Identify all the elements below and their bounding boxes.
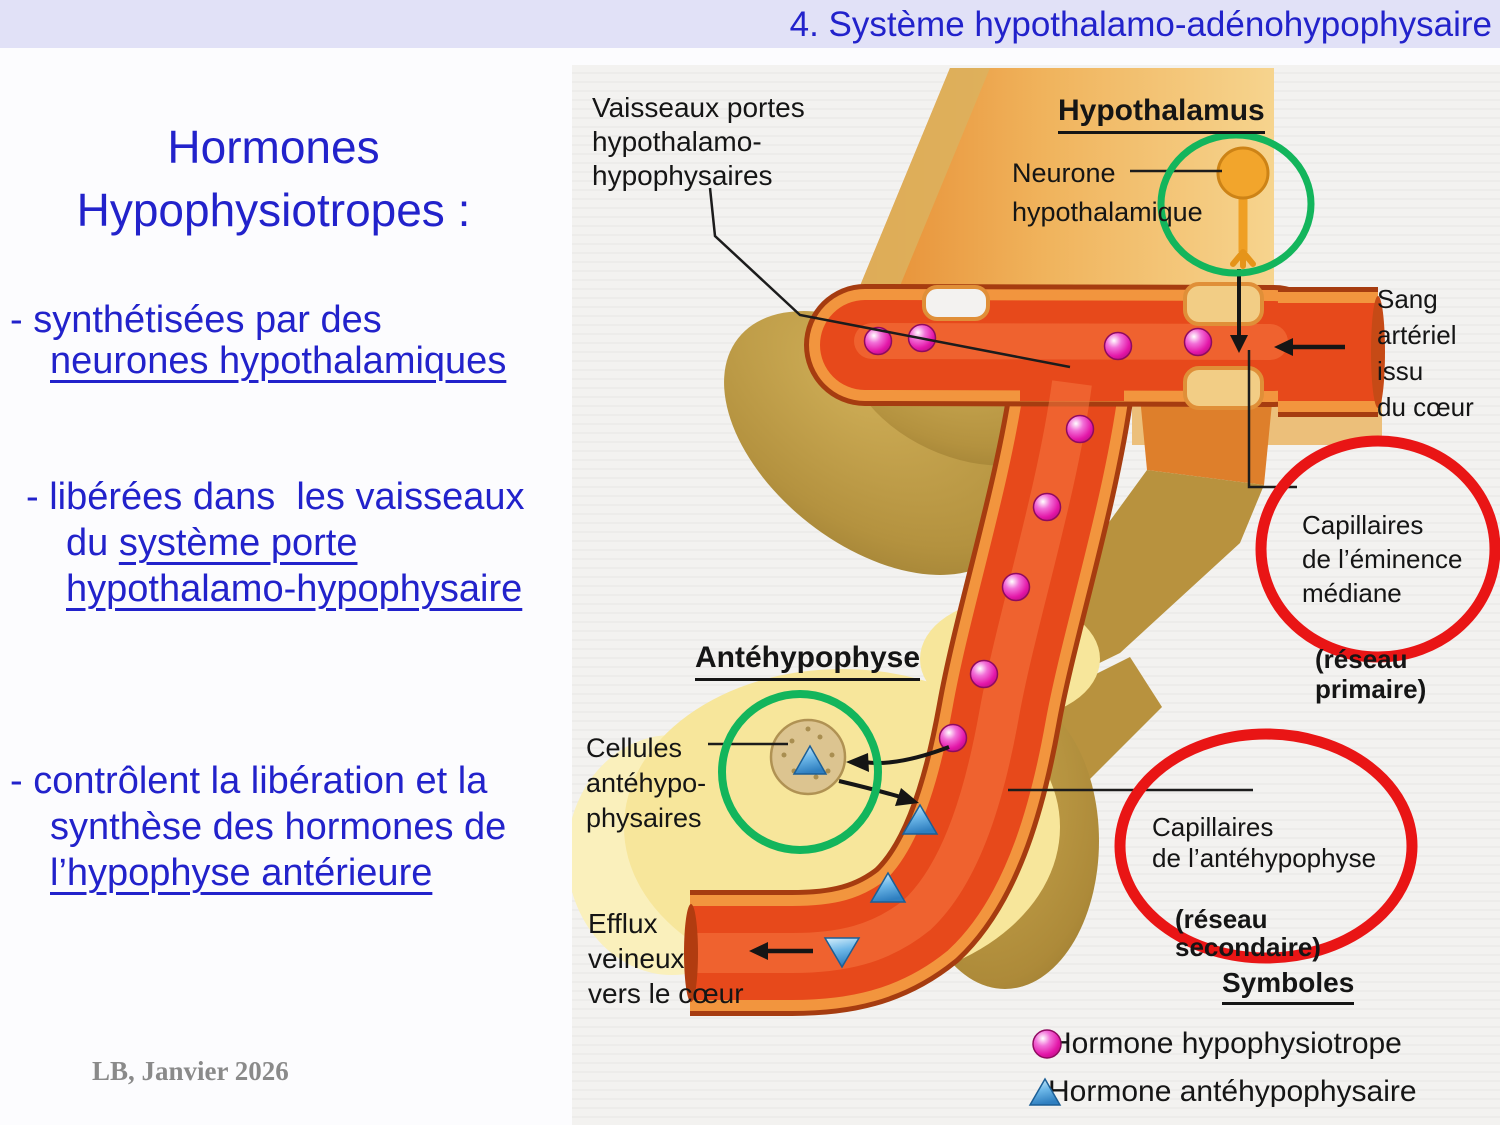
label-capillaires-eminence: Capillaires de l’éminence médiane (résea… <box>1302 474 1462 738</box>
bullet1-line2-underlined: neurones hypothalamiques <box>50 340 507 382</box>
label-efflux-veineux: Efflux veineux vers le cœur <box>588 908 744 1009</box>
heading-hormones-hypophysiotropes: Hormones Hypophysiotropes : <box>76 121 471 236</box>
pink-sphere-icon <box>1032 1029 1062 1059</box>
label-reseau-primaire: (réseau primaire) <box>1315 644 1427 704</box>
bullet1-line1: - synthétisées par des <box>10 299 382 341</box>
red-circle-reseau-secondaire <box>1114 728 1418 964</box>
slide-title: 4. Système hypothalamo-adénohypophysaire <box>789 5 1492 44</box>
bullet2-line2-plain: du <box>66 522 119 564</box>
legend-item-antehypophysaire: Hormone antéhypophysaire <box>1028 1075 1417 1109</box>
label-antehypophyse: Antéhypophyse <box>695 641 921 681</box>
bullet2-line2-underlined: système porte <box>118 522 358 564</box>
vein-cut-end <box>684 904 698 1002</box>
anterior-pituitary-cell <box>769 718 847 796</box>
bullet3-line2: synthèse des hormones de <box>50 806 507 848</box>
label-capillaires-antehypophyse-text: Capillaires de l’antéhypophyse <box>1152 812 1377 873</box>
legend-label: Hormone hypophysiotrope <box>1050 1027 1402 1060</box>
label-symboles: Symboles <box>1222 967 1355 1005</box>
label-hypothalamus: Hypothalamus <box>1058 94 1265 134</box>
flow-arrows <box>749 269 1345 960</box>
label-capillaires-eminence-text: Capillaires de l’éminence médiane <box>1302 510 1463 608</box>
anatomy-illustration <box>572 68 1500 1016</box>
green-circle-neuron <box>1157 131 1315 277</box>
hypothalamic-neuron <box>1216 146 1270 269</box>
bullet3-line3-underlined: l’hypophyse antérieure <box>50 852 433 894</box>
blue-triangle-icon <box>1028 1077 1062 1106</box>
red-circle-reseau-primaire <box>1255 435 1500 663</box>
green-circle-cell <box>718 690 882 854</box>
legend-label: Hormone antéhypophysaire <box>1048 1075 1417 1108</box>
author-date: LB, Janvier 2026 <box>92 1056 289 1086</box>
bullet2-line3-underlined: hypothalamo-hypophysaire <box>66 568 523 610</box>
bullet2-line1: - libérées dans les vaisseaux <box>26 476 525 518</box>
label-cellules-antehypophysaires: Cellules antéhypo- physaires <box>586 733 707 833</box>
label-sang-arteriel: Sang artériel issu du cœur <box>1377 284 1474 422</box>
artery-cut-end <box>1371 296 1385 408</box>
anatomy-figure-panel: Vaisseaux portes hypothalamo- hypophysai… <box>572 65 1500 1125</box>
bullet-synthetisees: - synthétisées par des neurones hypothal… <box>10 300 506 382</box>
label-capillaires-antehypophyse: Capillaires de l’antéhypophyse (réseau s… <box>1152 781 1376 992</box>
blue-hormone-triangles <box>823 803 939 969</box>
bullet-liberees: - libérées dans les vaisseaux du système… <box>26 474 524 612</box>
bullet3-line1: - contrôlent la libération et la <box>10 760 488 802</box>
label-neurone-hypothalamique: Neurone hypothalamique <box>1012 158 1203 227</box>
legend-item-hypophysiotrope: Hormone hypophysiotrope <box>1030 1027 1402 1061</box>
pink-hormone-spheres <box>863 323 1213 753</box>
title-band: 4. Système hypothalamo-adénohypophysaire <box>0 0 1500 48</box>
label-vaisseaux-portes: Vaisseaux portes hypothalamo- hypophysai… <box>592 92 805 191</box>
bullet-controlent: - contrôlent la libération et la synthès… <box>10 758 506 896</box>
label-reseau-secondaire: (réseau secondaire) <box>1175 904 1321 962</box>
